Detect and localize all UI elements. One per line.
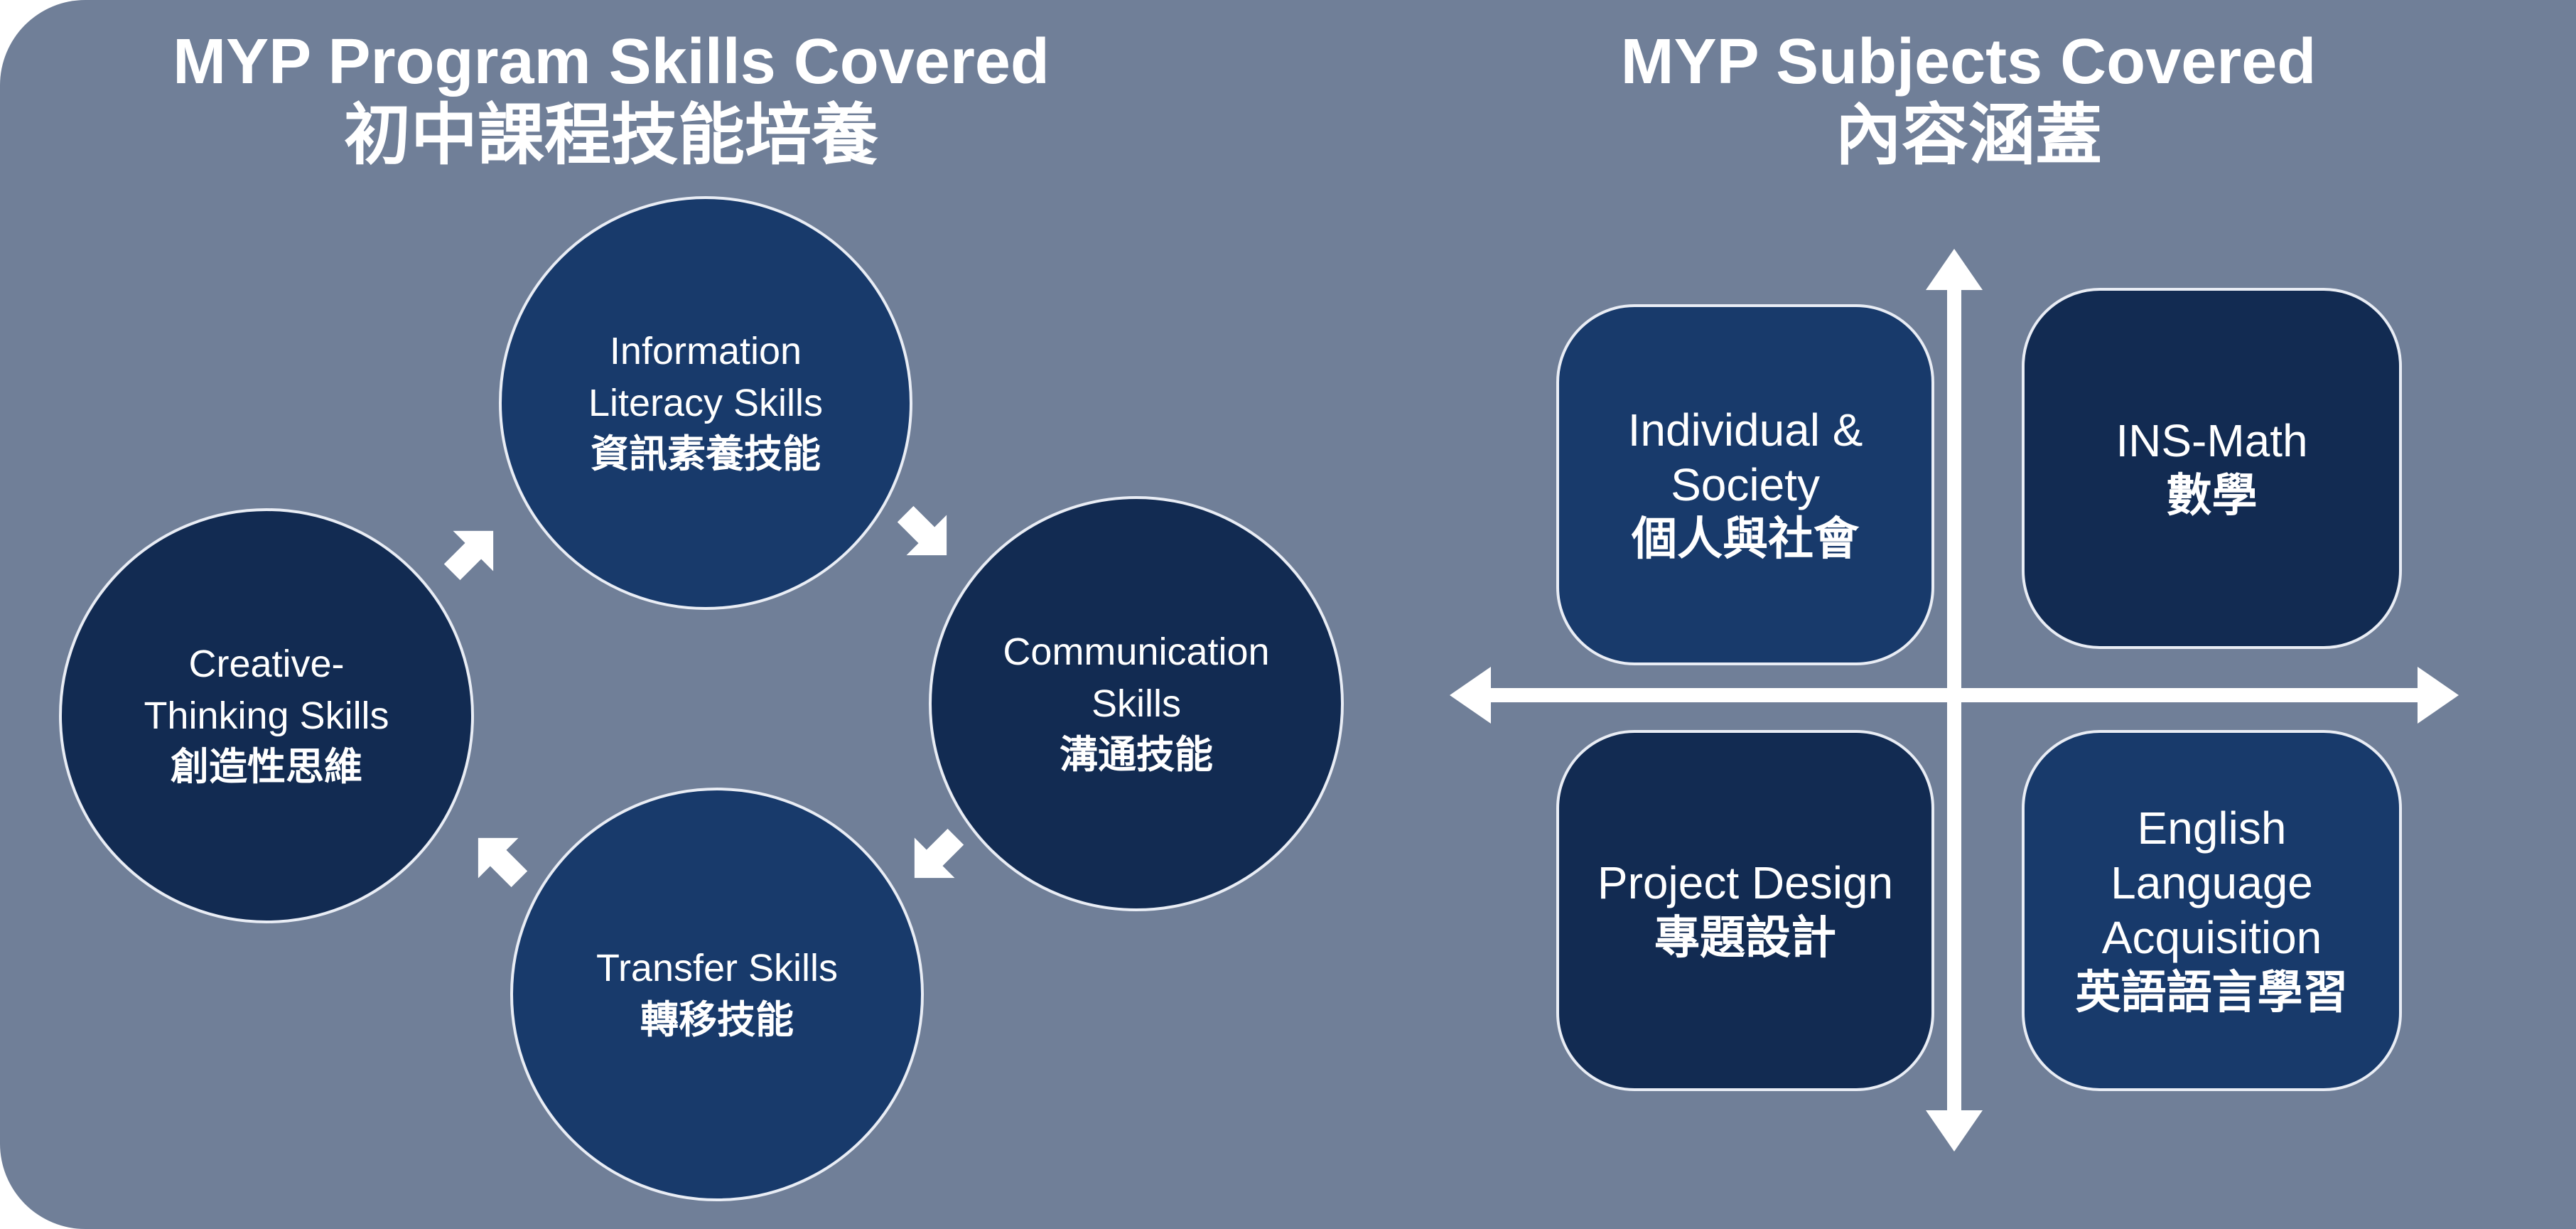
cycle-arrow-icon <box>431 510 514 593</box>
subject-label-en: Individual & Society <box>1627 404 1863 510</box>
skill-circle-creative-thinking: Creative- Thinking Skills 創造性思維 <box>59 508 474 923</box>
subjects-title-en: MYP Subjects Covered <box>1620 26 2317 97</box>
subject-label-zh: 專題設計 <box>1654 912 1836 963</box>
vertical-axis <box>1947 277 1961 1130</box>
subjects-title-zh: 內容涵蓋 <box>1834 97 2102 172</box>
skill-label-zh: 溝通技能 <box>1060 734 1213 777</box>
subject-label-zh: 個人與社會 <box>1632 513 1859 565</box>
cycle-arrow-icon <box>894 816 976 898</box>
subject-box-individual-society: Individual & Society 個人與社會 <box>1556 304 1934 665</box>
subject-box-ins-math: INS-Math 數學 <box>2022 288 2402 649</box>
subject-box-english-language: English Language Acquisition 英語語言學習 <box>2022 730 2402 1091</box>
subjects-title: MYP Subjects Covered 內容涵蓋 <box>1471 28 2466 170</box>
subject-label-en: English Language Acquisition <box>2101 803 2322 963</box>
skill-circle-transfer: Transfer Skills 轉移技能 <box>510 788 924 1201</box>
arrow-left-icon <box>1450 667 1491 724</box>
subject-label-en: Project Design <box>1597 857 1894 909</box>
skills-title-en: MYP Program Skills Covered <box>173 26 1050 97</box>
skill-label-en: Information Literacy Skills <box>588 329 824 424</box>
skill-circle-information-literacy: Information Literacy Skills 資訊素養技能 <box>499 196 912 610</box>
arrow-right-icon <box>2418 667 2459 724</box>
arrow-down-icon <box>1926 1110 1983 1152</box>
skill-label-zh: 創造性思維 <box>171 746 362 789</box>
subject-label-zh: 英語語言學習 <box>2075 966 2349 1018</box>
horizontal-axis <box>1478 688 2430 702</box>
skill-circle-communication: Communication Skills 溝通技能 <box>929 496 1344 911</box>
skills-title: MYP Program Skills Covered 初中課程技能培養 <box>114 28 1109 170</box>
skill-label-en: Transfer Skills <box>596 947 839 990</box>
cycle-arrow-icon <box>885 493 967 576</box>
cycle-arrow-icon <box>458 817 540 900</box>
subject-label-zh: 數學 <box>2166 470 2258 521</box>
arrow-up-icon <box>1926 249 1983 290</box>
subject-label-en: INS-Math <box>2116 415 2308 467</box>
quadrant-axes <box>1450 249 2459 1152</box>
skill-label-en: Communication Skills <box>1003 630 1270 725</box>
skill-label-zh: 資訊素養技能 <box>591 433 821 476</box>
skills-title-zh: 初中課程技能培養 <box>343 97 878 172</box>
skill-label-en: Creative- Thinking Skills <box>144 642 389 737</box>
subject-box-project-design: Project Design 專題設計 <box>1556 730 1934 1091</box>
skill-label-zh: 轉移技能 <box>640 999 794 1041</box>
